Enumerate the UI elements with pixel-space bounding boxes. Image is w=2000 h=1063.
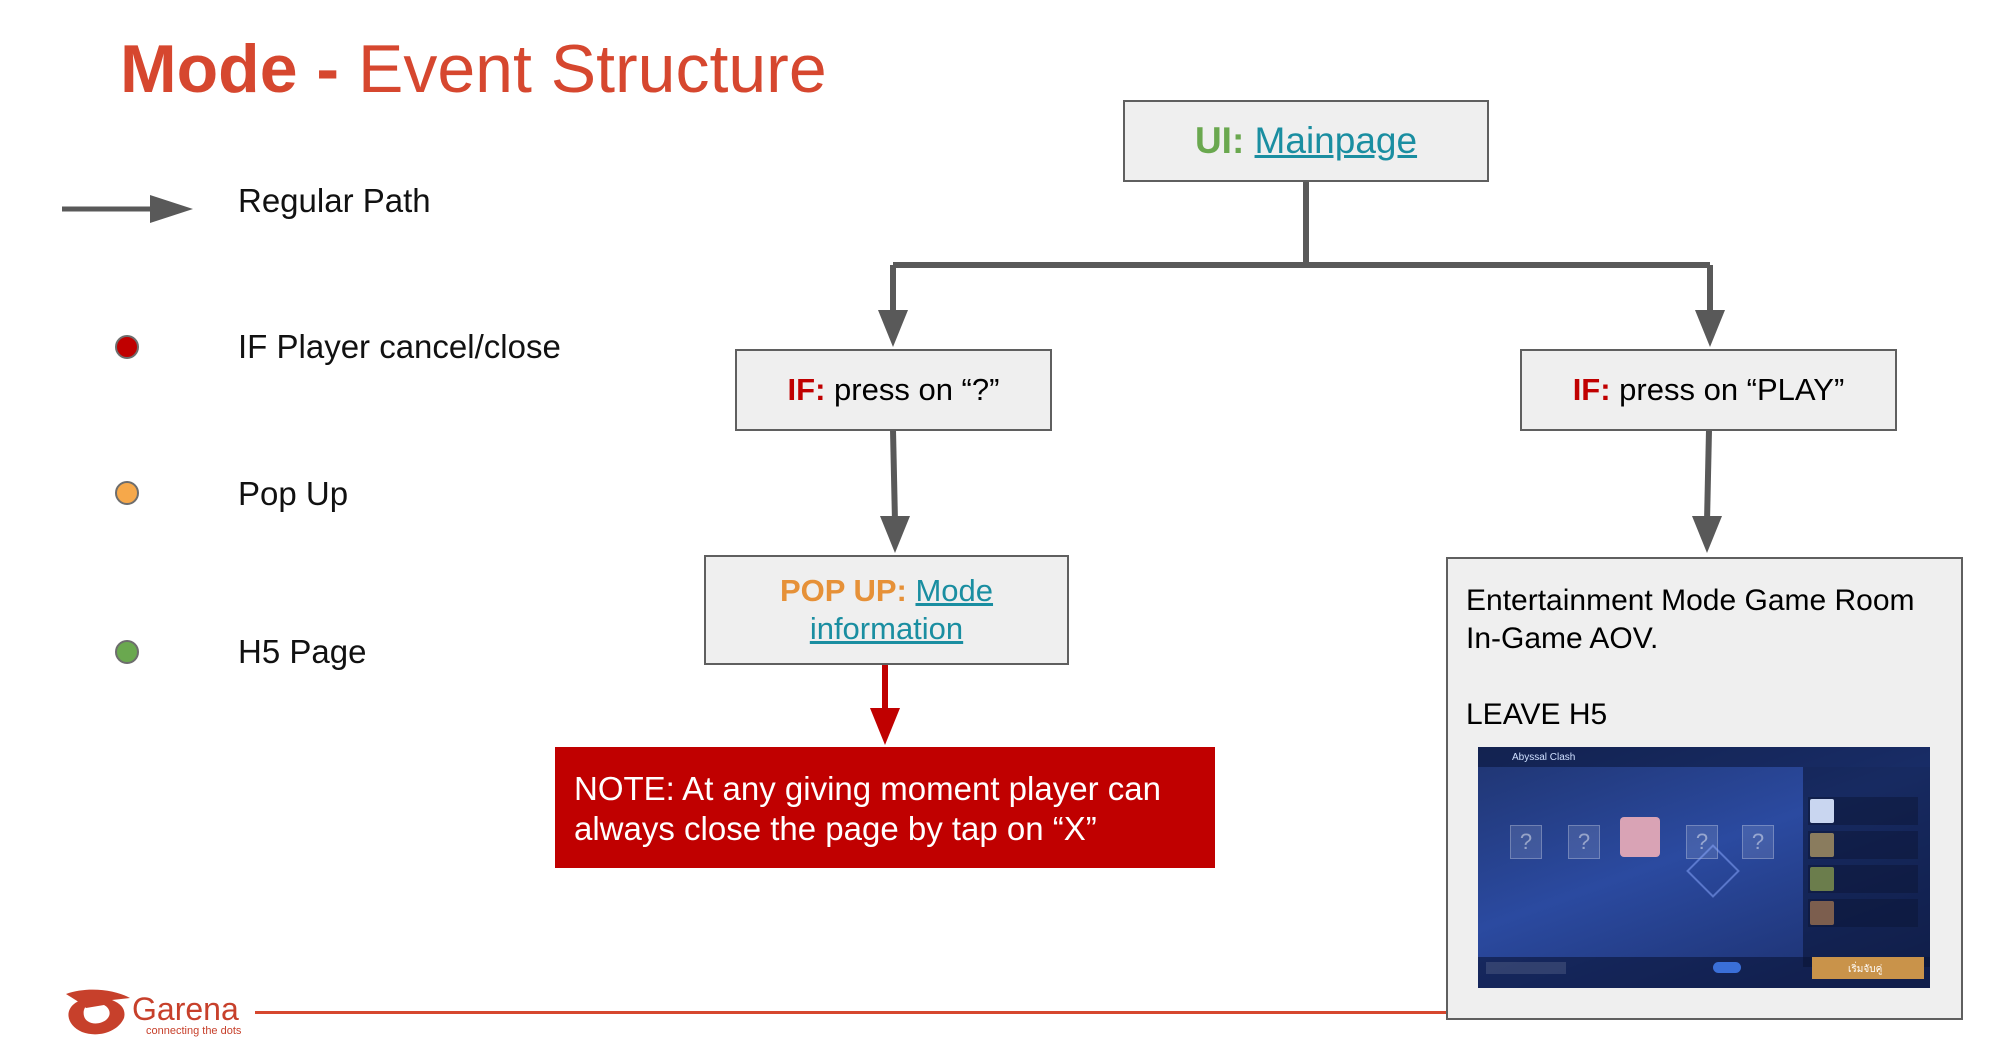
node-if-play-text: press on “PLAY”	[1610, 372, 1845, 407]
game-room-screenshot: Abyssal Clash ? ? ? ? เริ่มจับคู่	[1478, 747, 1930, 988]
node-mainpage-prefix: UI:	[1194, 120, 1245, 161]
legend-regular-path: Regular Path	[238, 182, 431, 219]
green-dot-icon	[115, 640, 139, 664]
node-if-play-prefix: IF:	[1572, 372, 1611, 407]
node-if-question-text: press on “?”	[825, 372, 1000, 407]
game-room-line-1: Entertainment Mode Game Room	[1466, 584, 1915, 617]
mode-information-link-cont[interactable]: information	[809, 611, 964, 646]
game-room-line-3: LEAVE H5	[1466, 698, 1608, 731]
mainpage-link[interactable]: Mainpage	[1254, 120, 1418, 161]
screenshot-room-name: Abyssal Clash	[1512, 752, 1576, 763]
legend-pop-up: Pop Up	[238, 475, 349, 512]
orange-dot-icon	[115, 481, 139, 505]
title-bold: Mode -	[120, 31, 358, 107]
legend-cancel-close: IF Player cancel/close	[238, 328, 561, 365]
empty-slot-icon: ?	[1510, 825, 1542, 859]
arrowhead-if-play	[1695, 310, 1725, 347]
node-if-question: IF: press on “?”	[735, 349, 1052, 431]
empty-slot-icon: ?	[1742, 825, 1774, 859]
player-avatar	[1620, 817, 1660, 857]
node-popup-prefix: POP UP:	[779, 573, 907, 608]
legend-arrow-icon	[62, 195, 193, 223]
empty-slot-icon: ?	[1568, 825, 1600, 859]
start-match-button[interactable]: เริ่มจับคู่	[1812, 957, 1924, 979]
arrowhead-if-question	[878, 310, 908, 347]
red-dot-icon	[115, 335, 139, 359]
connector-play-room	[1704, 429, 1712, 523]
footer-brand: Garena	[132, 991, 239, 1027]
node-if-play: IF: press on “PLAY”	[1520, 349, 1897, 431]
game-room-line-2: In-Game AOV.	[1466, 622, 1659, 655]
note-line-1: NOTE: At any giving moment player can	[574, 770, 1161, 807]
note-line-2: always close the page by tap on “X”	[574, 810, 1097, 847]
note-box: NOTE: At any giving moment player can al…	[555, 747, 1215, 868]
footer-tagline: connecting the dots	[146, 1025, 242, 1037]
node-if-question-prefix: IF:	[787, 372, 826, 407]
garena-logo-icon	[66, 989, 130, 1035]
empty-slot-icon: ?	[1686, 825, 1718, 859]
connector-question-popup	[890, 429, 898, 523]
footer-line	[255, 1011, 1446, 1014]
node-mainpage: UI: Mainpage	[1123, 100, 1489, 182]
start-match-label: เริ่มจับคู่	[1848, 964, 1883, 975]
node-popup: POP UP: Mode information	[704, 555, 1069, 665]
title-rest: Event Structure	[357, 31, 827, 107]
mode-information-link[interactable]: Mode	[915, 573, 994, 608]
arrowhead-room	[1692, 516, 1722, 553]
slide-title: Mode - Event Structure	[120, 30, 827, 108]
arrowhead-popup	[880, 516, 910, 553]
arrowhead-note	[870, 708, 900, 745]
legend-h5-page: H5 Page	[238, 633, 367, 670]
